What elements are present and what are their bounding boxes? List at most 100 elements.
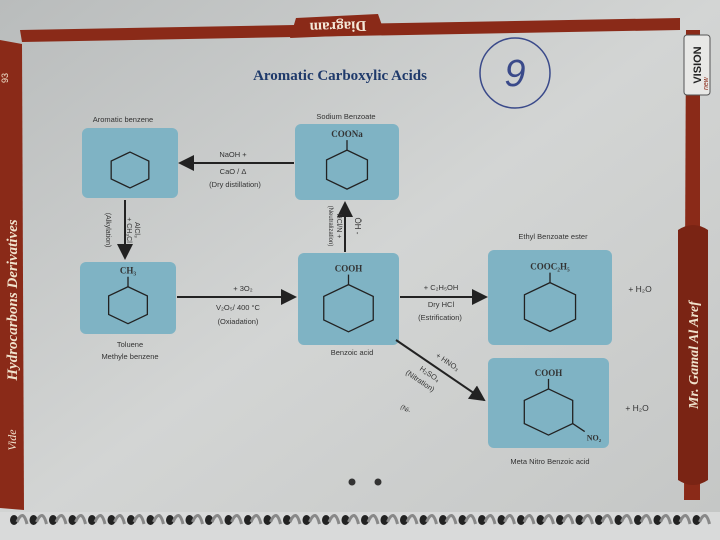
binding-hole bbox=[263, 515, 272, 525]
diagram-tab-label: Diagram bbox=[309, 17, 367, 35]
right-band-plate bbox=[678, 225, 708, 485]
left-band bbox=[0, 40, 24, 510]
compound-box-sodium_benzoate: COONa bbox=[295, 124, 399, 200]
cond-ox-1: + 3O₂ bbox=[233, 284, 252, 293]
nitro-label: NO₂ bbox=[587, 434, 602, 443]
binding-hole bbox=[497, 515, 506, 525]
label-ethyl-benzoate: Ethyl Benzoate ester bbox=[518, 232, 588, 241]
spiral-coil bbox=[503, 514, 516, 525]
spiral-coil bbox=[35, 514, 48, 525]
binding-hole bbox=[575, 515, 584, 525]
spiral-coil bbox=[639, 514, 653, 525]
compound-box-bg bbox=[488, 250, 612, 345]
cond-neut-3: (Neutralization) bbox=[327, 206, 333, 247]
binding-hole bbox=[614, 515, 623, 525]
nitro-bond bbox=[572, 423, 586, 433]
spiral-coil bbox=[132, 514, 146, 525]
label-toluene: Toluene bbox=[117, 340, 143, 349]
spiral-coil bbox=[561, 514, 575, 525]
substituent-label: COOH bbox=[535, 368, 563, 378]
spiral-coil bbox=[15, 514, 29, 525]
cond-ox-3: (Oxiadation) bbox=[218, 317, 259, 326]
compound-box-bg bbox=[298, 253, 399, 345]
compound-box-benzene bbox=[82, 128, 178, 198]
arrow-nitration bbox=[395, 339, 486, 402]
binding-hole bbox=[146, 515, 155, 525]
binding-hole bbox=[283, 515, 291, 525]
left-band-text: Hydrocarbons Derivatives bbox=[5, 219, 21, 381]
spiral-coil bbox=[327, 514, 341, 525]
label-benzene: Aromatic benzene bbox=[93, 115, 153, 124]
spiral-coil bbox=[386, 514, 399, 525]
compound-box-bg bbox=[488, 358, 609, 448]
binding-hole bbox=[595, 515, 603, 525]
binding-hole bbox=[29, 515, 38, 525]
binding-hole bbox=[341, 515, 350, 525]
benzene-ring bbox=[323, 283, 374, 333]
binding-hole bbox=[634, 515, 642, 525]
cond-ester-1: + C₂H₅OH bbox=[424, 283, 458, 292]
binding-hole bbox=[244, 515, 252, 525]
binding-hole bbox=[517, 515, 525, 525]
cond-alkyl-3: (Alkylation) bbox=[104, 213, 111, 248]
binding-hole bbox=[556, 515, 564, 525]
spiral-coil bbox=[347, 514, 360, 525]
cond-neut-2: HCl/N + bbox=[335, 214, 342, 239]
diagram-tab bbox=[290, 14, 385, 38]
substituent-label: COOH bbox=[335, 264, 363, 274]
cond-ox-2: V₂O₅/ 400 °C bbox=[216, 303, 261, 312]
binding-hole bbox=[536, 515, 545, 525]
binding-hole bbox=[205, 515, 213, 525]
label-meta-nitro: Meta Nitro Benzoic acid bbox=[510, 457, 589, 466]
binding-hole bbox=[478, 515, 486, 525]
binding-hole bbox=[400, 515, 408, 525]
compound-box-bg bbox=[82, 128, 178, 198]
binding-hole bbox=[653, 515, 662, 525]
spiral-coil bbox=[366, 514, 380, 525]
binding-hole bbox=[224, 515, 233, 525]
spiral-coil bbox=[522, 514, 536, 525]
label-sodium-benzoate: Sodium Benzoate bbox=[316, 112, 375, 121]
page-dot bbox=[374, 478, 382, 486]
spiral-coil bbox=[93, 514, 107, 525]
binding-hole bbox=[302, 515, 311, 525]
vision-logo-text: VISION bbox=[692, 46, 704, 83]
vision-logo-sub: new bbox=[703, 76, 710, 90]
binding-hole bbox=[692, 515, 701, 525]
spiral-coil bbox=[74, 514, 87, 525]
cond-decarb-1: NaOH + bbox=[219, 150, 247, 159]
binding-hole bbox=[322, 515, 330, 525]
binding-hole bbox=[49, 515, 57, 525]
spiral-coil bbox=[152, 514, 165, 525]
spiral-coil bbox=[230, 514, 243, 525]
binding-hole bbox=[88, 515, 96, 525]
spiral-coil bbox=[444, 514, 458, 525]
binding-hole bbox=[68, 515, 77, 525]
compound-box-bg bbox=[80, 262, 176, 334]
handwritten-number: 9 bbox=[504, 53, 525, 95]
benzene-ring bbox=[523, 388, 574, 436]
binding-hole bbox=[166, 515, 174, 525]
spiral-coil bbox=[464, 514, 477, 525]
binding-strip bbox=[0, 512, 720, 540]
spiral-coil bbox=[698, 514, 711, 525]
binding-hole bbox=[380, 515, 389, 525]
spiral-coil bbox=[678, 514, 692, 525]
benzene-ring bbox=[325, 149, 369, 190]
spiral-coil bbox=[542, 514, 555, 525]
spiral-coil bbox=[659, 514, 672, 525]
spiral-coil bbox=[210, 514, 224, 525]
binding-hole bbox=[419, 515, 428, 525]
benzene-ring bbox=[110, 151, 150, 189]
binding-hole bbox=[458, 515, 467, 525]
page-corner-number: 93 bbox=[0, 73, 10, 83]
benzene-ring bbox=[107, 286, 149, 325]
compound-box-bg bbox=[295, 124, 399, 200]
page-title: Aromatic Carboxylic Acids bbox=[253, 68, 427, 84]
vision-logo bbox=[683, 34, 711, 96]
spiral-coil bbox=[191, 514, 204, 525]
cond-decarb-2: CaO / Δ bbox=[220, 167, 247, 176]
benzene-ring bbox=[523, 281, 577, 333]
handwritten-circle bbox=[479, 37, 551, 109]
compound-box-ethyl_benzoate: COOC₂H₅ bbox=[488, 250, 612, 345]
